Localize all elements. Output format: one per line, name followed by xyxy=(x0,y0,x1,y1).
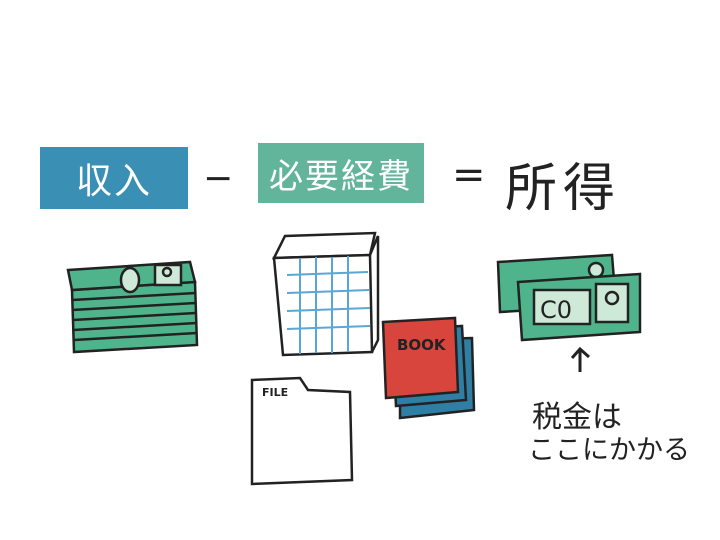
building-icon xyxy=(271,231,380,357)
bills-icon: C0 xyxy=(496,253,642,342)
equals-sign: = xyxy=(452,152,486,198)
tax-note-line1: 税金は xyxy=(532,400,622,435)
expenses-label: 必要経費 xyxy=(258,143,424,203)
income-label: 収入 xyxy=(40,147,188,209)
books-icon: BOOK xyxy=(381,316,476,420)
minus-sign: − xyxy=(203,158,234,199)
arrow-up-icon xyxy=(570,346,590,372)
money-stack-icon xyxy=(66,260,199,354)
bill-label: C0 xyxy=(540,296,572,324)
file-label: FILE xyxy=(262,386,288,399)
tax-note-line2: ここにかかる xyxy=(528,435,690,466)
book-label: BOOK xyxy=(397,336,447,354)
file-folder-icon: FILE xyxy=(250,376,354,486)
result-label: 所得 xyxy=(505,159,622,219)
